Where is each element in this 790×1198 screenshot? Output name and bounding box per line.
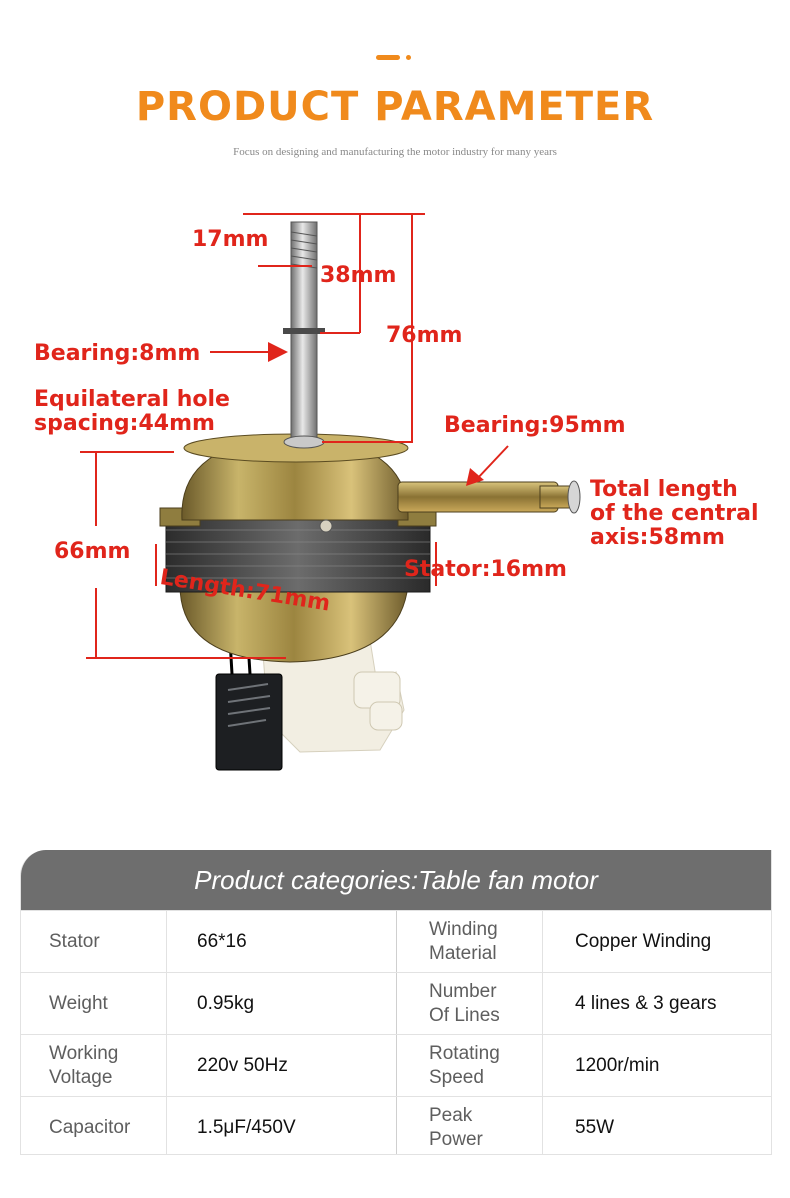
page-subtitle: Focus on designing and manufacturing the… (233, 146, 557, 158)
dim-17mm: 17mm (192, 227, 269, 252)
parameter-table: Product categories:Table fan motor Stato… (20, 850, 772, 1155)
row-key: Weight (21, 973, 167, 1034)
row-key: Winding Material (397, 911, 543, 972)
table-header: Product categories:Table fan motor (21, 850, 771, 910)
row-key: Capacitor (21, 1097, 167, 1154)
bearing-8mm-label: Bearing:8mm (34, 341, 201, 366)
table-row: Weight 0.95kg Number Of Lines 4 lines & … (21, 972, 771, 1034)
motor-illustration (80, 213, 581, 771)
table-row: Capacitor 1.5μF/450V Peak Power 55W (21, 1096, 771, 1154)
row-value: 1200r/min (575, 1054, 660, 1076)
page-title: PRODUCT PARAMETER (135, 84, 655, 130)
stator-16mm-label: Stator:16mm (404, 557, 567, 582)
accent-bar (376, 55, 400, 60)
motor-figure: 17mm 38mm 76mm Bearing:8mm Equilateral h… (0, 190, 790, 800)
dim-38mm: 38mm (320, 263, 397, 288)
row-value: Copper Winding (575, 930, 712, 952)
bearing-95mm-label: Bearing:95mm (444, 413, 626, 438)
row-value: 220v 50Hz (167, 1035, 397, 1096)
dim-76mm: 76mm (386, 323, 463, 348)
dim-66mm: 66mm (54, 539, 131, 564)
row-value: 1.5μF/450V (167, 1097, 397, 1154)
row-value: 0.95kg (167, 973, 397, 1034)
row-key: Stator (21, 911, 167, 972)
central-axis-length-label: Total length of the central axis:58mm (590, 477, 759, 550)
row-key: Peak Power (397, 1097, 543, 1154)
row-value: 55W (575, 1116, 615, 1138)
row-value: 4 lines & 3 gears (575, 992, 717, 1014)
row-value: 66*16 (167, 911, 397, 972)
row-key: Number Of Lines (397, 973, 543, 1034)
table-row: Stator 66*16 Winding Material Copper Win… (21, 910, 771, 972)
accent-dot (406, 55, 411, 60)
hole-spacing-label: Equilateral hole spacing:44mm (34, 387, 230, 436)
table-row: Working Voltage 220v 50Hz Rotating Speed… (21, 1034, 771, 1096)
row-key: Working Voltage (21, 1035, 167, 1096)
row-key: Rotating Speed (397, 1035, 543, 1096)
